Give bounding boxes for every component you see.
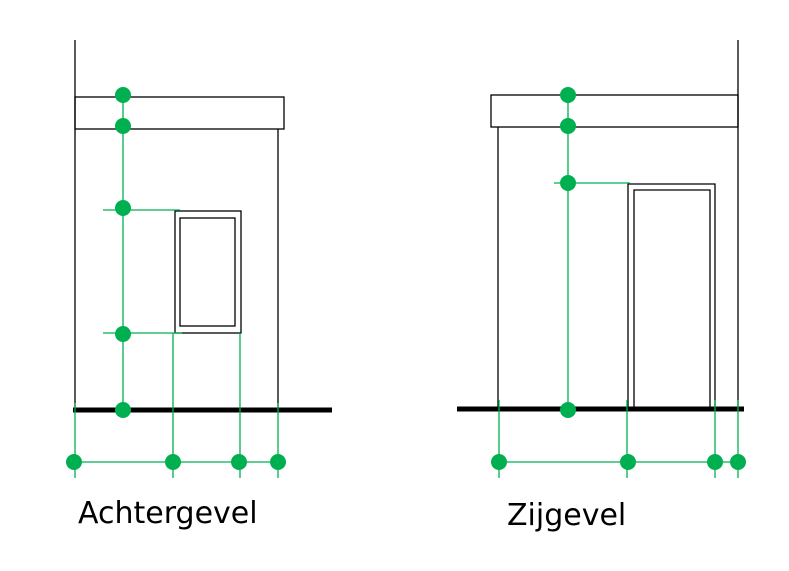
door-frame — [627, 183, 716, 410]
dimension-points — [66, 87, 286, 470]
door-leaf — [633, 189, 711, 410]
cornice — [74, 96, 285, 130]
side-facade-label: Zijgevel — [507, 498, 627, 533]
rear-facade-label: Achtergevel — [78, 496, 258, 531]
window-pane — [179, 217, 236, 327]
side-facade — [457, 40, 746, 478]
cornice — [490, 94, 739, 128]
dimension-points — [491, 87, 746, 470]
window-frame — [174, 210, 242, 334]
rear-facade — [66, 40, 332, 478]
